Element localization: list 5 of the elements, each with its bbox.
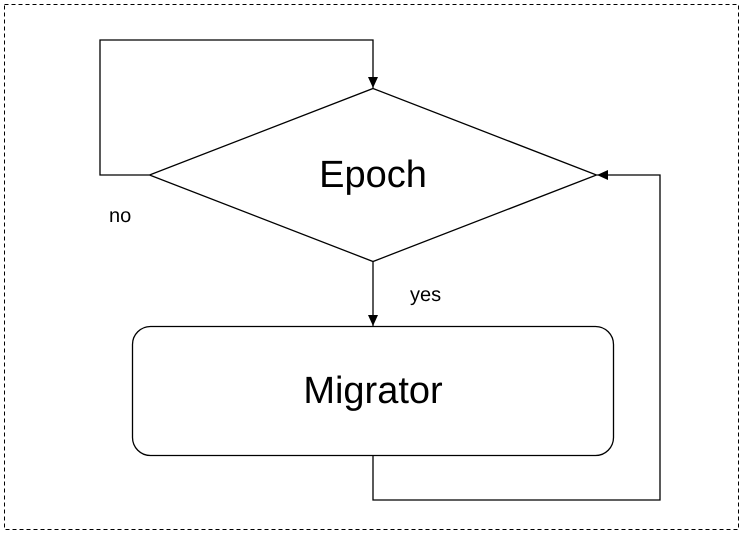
arrow (368, 262, 378, 326)
node-label: Epoch (319, 154, 427, 196)
node-label: Migrator (303, 370, 443, 412)
arrow (99, 39, 378, 176)
arrow (372, 170, 661, 501)
